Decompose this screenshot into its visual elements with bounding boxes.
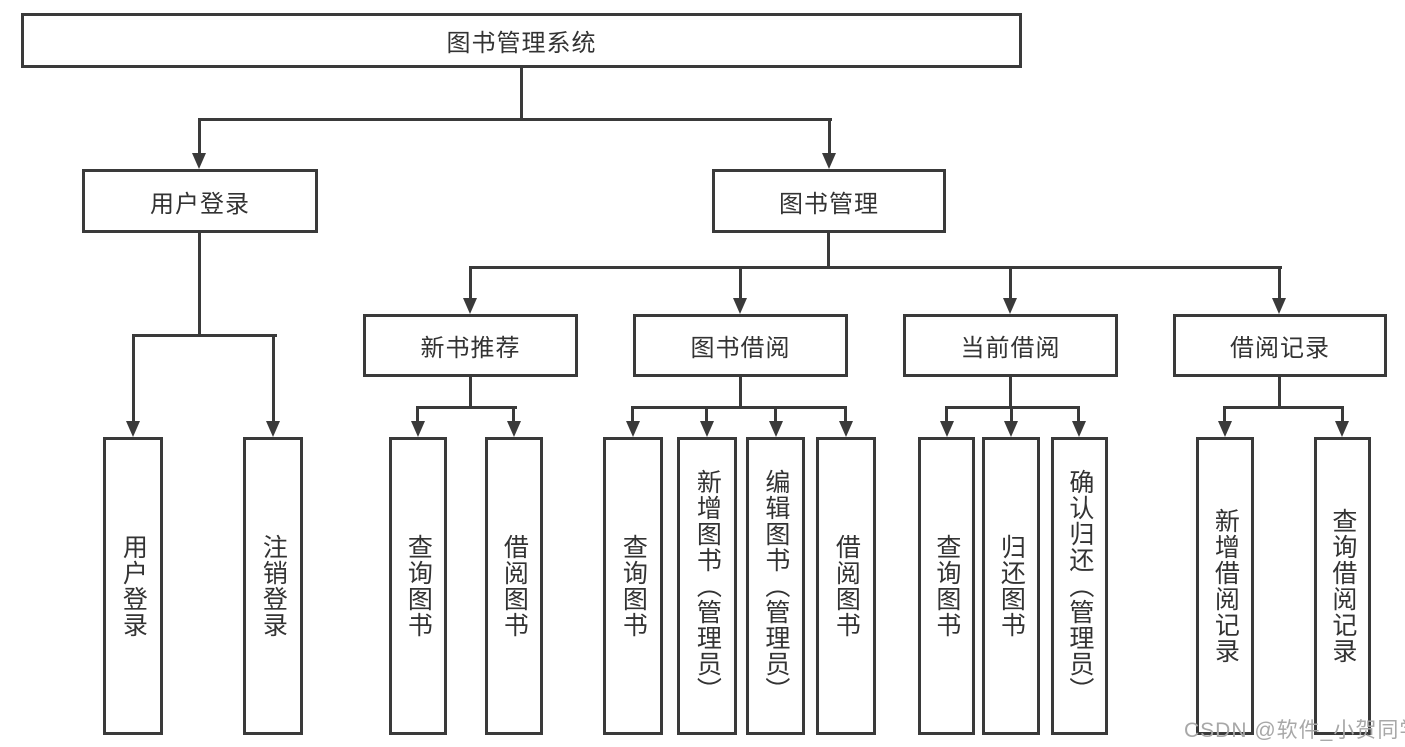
- connector-line: [198, 118, 832, 121]
- arrowhead: [1272, 298, 1286, 314]
- connector-line: [469, 377, 472, 409]
- arrowhead: [1072, 421, 1086, 437]
- connector-line: [774, 406, 777, 423]
- node-leaf-confirm-return: 确认归还（管理员）: [1051, 437, 1108, 735]
- arrowhead: [839, 421, 853, 437]
- node-user-login-label: 用户登录: [150, 190, 250, 218]
- arrowhead: [626, 421, 640, 437]
- arrowhead: [507, 421, 521, 437]
- arrowhead: [192, 153, 206, 169]
- arrowhead: [700, 421, 714, 437]
- node-root: 图书管理系统: [21, 13, 1022, 68]
- connector-line: [520, 68, 523, 120]
- node-leaf-query-books-3-label: 查询图书: [932, 534, 961, 638]
- node-book-borrow: 图书借阅: [633, 314, 848, 377]
- arrowhead: [1004, 421, 1018, 437]
- node-new-books: 新书推荐: [363, 314, 578, 377]
- connector-line: [739, 266, 742, 300]
- connector-line: [1278, 377, 1281, 409]
- arrowhead: [1335, 421, 1349, 437]
- connector-line: [512, 406, 515, 423]
- node-leaf-borrow-books-2: 借阅图书: [816, 437, 876, 735]
- node-book-borrow-label: 图书借阅: [690, 335, 791, 362]
- connector-line: [469, 266, 1282, 269]
- arrowhead: [769, 421, 783, 437]
- node-leaf-borrow-books-1: 借阅图书: [485, 437, 543, 735]
- connector-line: [198, 233, 201, 337]
- connector-line: [198, 118, 201, 155]
- connector-line: [1223, 406, 1226, 423]
- node-leaf-query-books-1-label: 查询图书: [404, 534, 433, 638]
- node-leaf-add-record-label: 新增借阅记录: [1211, 508, 1240, 664]
- node-leaf-confirm-return-label: 确认归还（管理员）: [1065, 469, 1094, 703]
- connector-line: [739, 377, 742, 409]
- node-leaf-user-login: 用户登录: [103, 437, 163, 735]
- connector-line: [945, 406, 948, 423]
- node-leaf-add-books-label: 新增图书（管理员）: [693, 469, 722, 703]
- node-user-login: 用户登录: [82, 169, 318, 233]
- connector-line: [631, 406, 634, 423]
- connector-line: [1223, 406, 1344, 409]
- node-leaf-add-record: 新增借阅记录: [1196, 437, 1254, 735]
- connector-line: [416, 406, 517, 409]
- arrowhead: [1003, 298, 1017, 314]
- node-current-borrow-label: 当前借阅: [960, 335, 1061, 362]
- node-leaf-user-login-label: 用户登录: [119, 534, 148, 638]
- watermark: CSDN @软件_小贺同学: [1184, 719, 1405, 742]
- arrowhead: [1218, 421, 1232, 437]
- node-leaf-query-record: 查询借阅记录: [1314, 437, 1371, 735]
- arrowhead: [822, 153, 836, 169]
- arrowhead: [463, 298, 477, 314]
- node-leaf-add-books: 新增图书（管理员）: [677, 437, 737, 735]
- node-root-label: 图书管理系统: [446, 30, 597, 57]
- node-leaf-logout: 注销登录: [243, 437, 303, 735]
- node-leaf-borrow-books-1-label: 借阅图书: [500, 534, 529, 638]
- node-leaf-return-books-label: 归还图书: [997, 534, 1026, 638]
- node-leaf-query-books-3: 查询图书: [918, 437, 975, 735]
- node-leaf-edit-books-label: 编辑图书（管理员）: [761, 469, 790, 703]
- node-current-borrow: 当前借阅: [903, 314, 1118, 377]
- node-leaf-query-record-label: 查询借阅记录: [1328, 508, 1357, 664]
- connector-line: [844, 406, 847, 423]
- arrowhead: [411, 421, 425, 437]
- connector-line: [1009, 377, 1012, 409]
- node-leaf-query-books-2: 查询图书: [603, 437, 663, 735]
- connector-line: [1010, 406, 1013, 423]
- node-leaf-query-books-1: 查询图书: [389, 437, 447, 735]
- node-book-mgmt-label: 图书管理: [779, 190, 879, 218]
- node-leaf-query-books-2-label: 查询图书: [619, 534, 648, 638]
- node-borrow-records-label: 借阅记录: [1230, 335, 1330, 362]
- connector-line: [828, 118, 831, 155]
- node-leaf-borrow-books-2-label: 借阅图书: [832, 534, 861, 638]
- connector-line: [416, 406, 419, 423]
- connector-line: [132, 334, 277, 337]
- connector-line: [469, 266, 472, 300]
- connector-line: [1009, 266, 1012, 300]
- arrowhead: [126, 421, 140, 437]
- arrowhead: [733, 298, 747, 314]
- arrowhead: [266, 421, 280, 437]
- node-leaf-edit-books: 编辑图书（管理员）: [746, 437, 805, 735]
- connector-line: [1278, 266, 1281, 300]
- node-leaf-logout-label: 注销登录: [259, 534, 288, 638]
- node-book-mgmt: 图书管理: [712, 169, 946, 233]
- connector-line: [1077, 406, 1080, 423]
- connector-line: [631, 406, 847, 409]
- connector-line: [827, 233, 830, 269]
- node-borrow-records: 借阅记录: [1173, 314, 1387, 377]
- connector-line: [1341, 406, 1344, 423]
- node-new-books-label: 新书推荐: [420, 335, 521, 362]
- node-leaf-return-books: 归还图书: [982, 437, 1040, 735]
- connector-line: [272, 334, 275, 423]
- arrowhead: [940, 421, 954, 437]
- connector-line: [132, 334, 135, 423]
- connector-line: [705, 406, 708, 423]
